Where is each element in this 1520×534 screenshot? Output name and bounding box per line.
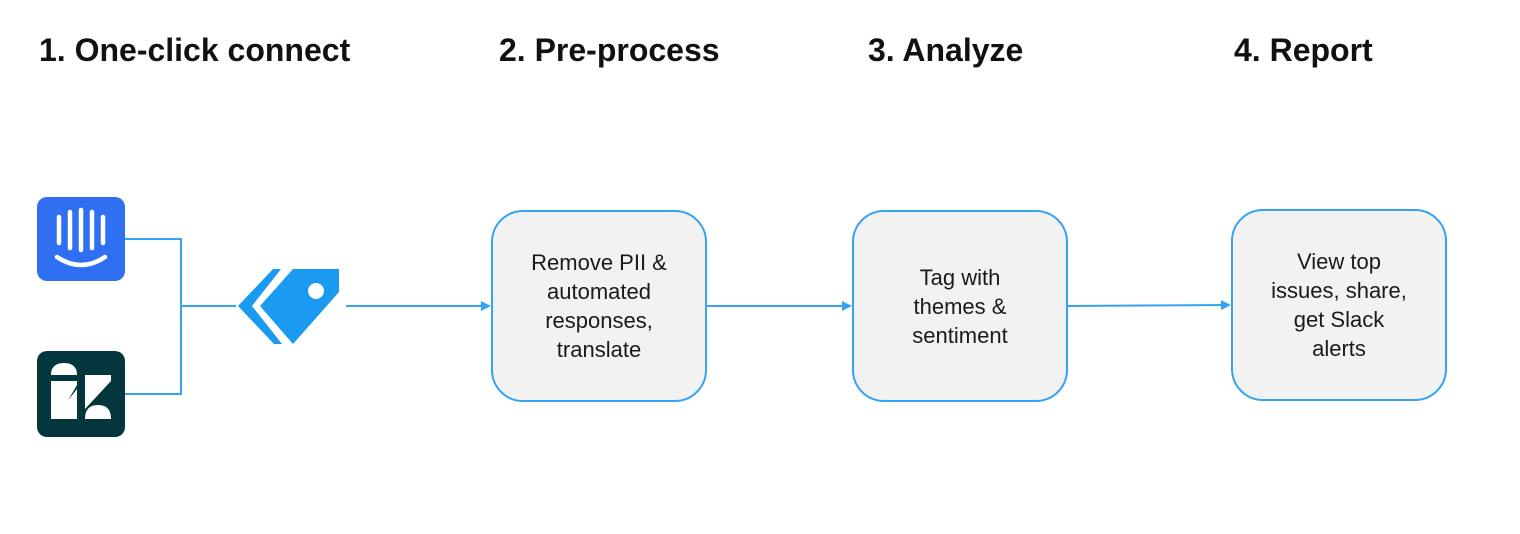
box-text-line: alerts xyxy=(1312,336,1366,361)
box-text-line: View top xyxy=(1297,249,1381,274)
source-bracket-line xyxy=(125,238,182,395)
step-title-analyze: 3. Analyze xyxy=(868,32,1024,68)
box-text-line: sentiment xyxy=(912,322,1008,348)
preprocess-box: Remove PII & automated responses, transl… xyxy=(491,210,707,402)
box-text-line: get Slack xyxy=(1293,307,1385,332)
step-title-connect: 1. One-click connect xyxy=(39,32,351,68)
box-text-line: translate xyxy=(556,337,642,362)
step-title-preprocess: 2. Pre-process xyxy=(499,32,720,68)
box-text-line: responses, xyxy=(545,308,653,333)
tag-icon xyxy=(238,269,339,344)
report-box: View top issues, share, get Slack alerts xyxy=(1231,209,1447,401)
analyze-box: Tag with themes & sentiment xyxy=(852,210,1068,402)
box-text-line: automated xyxy=(547,279,651,304)
intercom-logo-icon xyxy=(37,197,125,281)
arrow-analyze-to-report xyxy=(1067,300,1231,311)
zendesk-logo-icon xyxy=(37,351,125,437)
box-text-line: Tag with xyxy=(919,264,1001,290)
box-text-line: themes & xyxy=(913,293,1007,319)
box-text-line: issues, share, xyxy=(1271,278,1407,303)
step-title-report: 4. Report xyxy=(1234,32,1373,68)
box-text-line: Remove PII & xyxy=(531,250,667,275)
